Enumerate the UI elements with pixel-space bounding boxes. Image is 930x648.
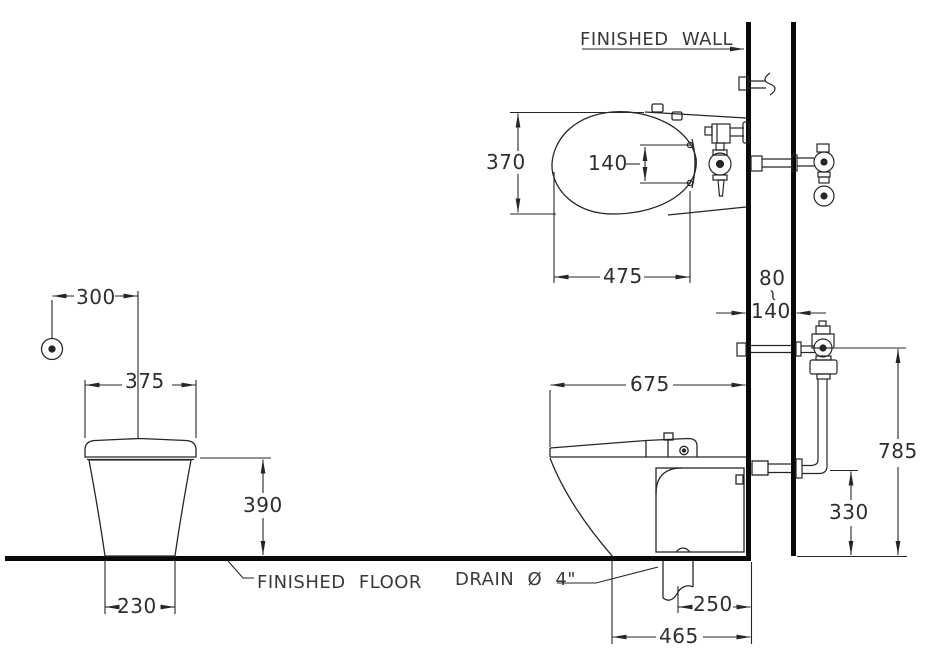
supply-union: [813, 185, 835, 207]
dim-375-label: 375: [125, 369, 165, 393]
stop-valve-cap: [816, 143, 830, 153]
dim-390-label: 390: [243, 493, 283, 517]
supply-stub-circle: [40, 337, 64, 361]
finished-wall-label: FINISHED WALL: [580, 29, 734, 50]
dim-250-label: 250: [693, 592, 733, 616]
seat-hinge-cap: [645, 437, 698, 457]
side-view-toilet: [549, 432, 791, 601]
supply-valve-behind-wall-plan: [791, 143, 835, 207]
dim-785-label: 785: [878, 439, 918, 463]
finished-wall-line: [746, 22, 751, 556]
drain-leader: [557, 566, 659, 584]
dim-330-label: 330: [829, 500, 869, 524]
drain-label: DRAIN Ø 4": [455, 569, 577, 590]
dim-140-label: 140: [588, 151, 628, 175]
rough-wall-line: [791, 22, 796, 556]
dim-675-label: 675: [630, 372, 670, 396]
bowl-front-outline: [88, 459, 192, 557]
hinge-cap-left: [651, 103, 664, 113]
tank-bottom-edge: [667, 206, 747, 216]
finished-floor-label: FINISHED FLOOR: [257, 572, 422, 593]
plan-view-toilet: [551, 103, 747, 216]
bowl-base-box: [655, 467, 745, 553]
hinge-cap-right: [671, 111, 683, 121]
pipe-break-squiggle: [764, 72, 776, 96]
dim-300-label: 300: [76, 285, 116, 309]
wall-escutcheon: [742, 121, 750, 144]
flush-valve-plan: [704, 72, 791, 197]
seat-profile: [549, 439, 746, 458]
seat-front-outline: [84, 437, 197, 458]
supply-nut: [750, 155, 763, 172]
dimension-lines: [51, 46, 907, 644]
front-view-toilet: [40, 337, 197, 557]
wall-bolt: [738, 76, 749, 91]
dim-140b-label: 140: [751, 299, 791, 323]
spud-nut: [751, 460, 769, 476]
bowl-front-profile: [549, 457, 614, 558]
dim-475-label: 475: [603, 264, 643, 288]
floor-leader: [227, 560, 254, 579]
flush-supply-elevation: [736, 320, 838, 479]
hinge-bolt-side: [679, 445, 689, 456]
seat-cover-outline: [551, 111, 697, 215]
wall-and-floor-section: [5, 22, 796, 561]
dim-80-label: 80: [759, 266, 786, 290]
finished-floor-line: [5, 556, 751, 561]
valve-handle-lever: [717, 179, 725, 197]
dim-230-label: 230: [117, 594, 157, 618]
dim-465-label: 465: [659, 624, 699, 648]
tank-top-edge: [644, 111, 747, 119]
dim-370-label: 370: [486, 150, 526, 174]
